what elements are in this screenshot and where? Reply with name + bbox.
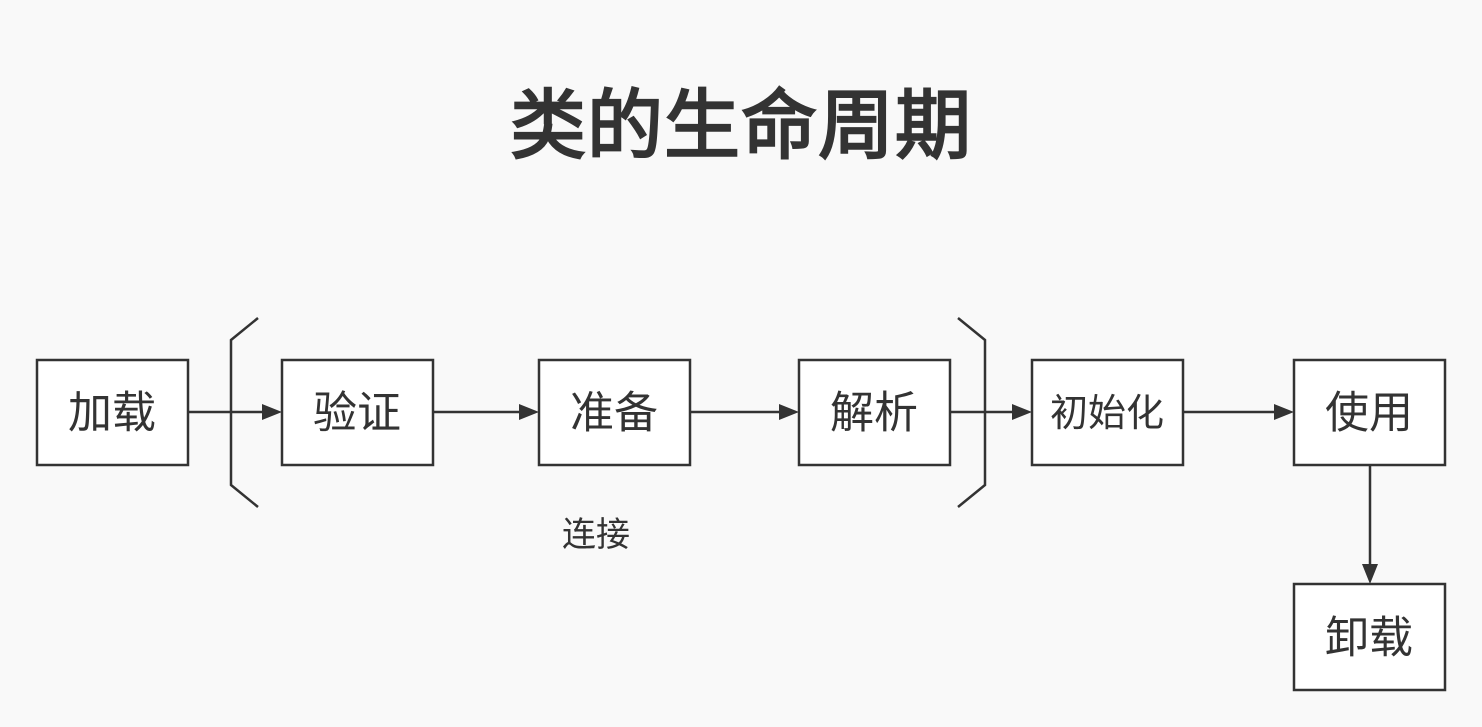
node-unloading-label: 卸载 (1325, 613, 1413, 664)
diagram-title: 类的生命周期 (510, 81, 972, 170)
node-using: 使用 (1292, 358, 1447, 467)
arrow-verification-to-preparation (433, 404, 539, 420)
node-verification-label: 验证 (313, 388, 401, 439)
node-preparation-label: 准备 (570, 388, 658, 439)
arrow-loading-to-verification (188, 404, 282, 420)
linking-right-bracket (957, 317, 987, 508)
arrow-initialization-to-using (1183, 404, 1294, 420)
arrow-resolution-to-initialization (950, 404, 1032, 420)
node-resolution-label: 解析 (830, 388, 918, 439)
node-resolution: 解析 (797, 358, 952, 467)
node-preparation: 准备 (537, 358, 692, 467)
node-using-label: 使用 (1325, 388, 1413, 439)
linking-group-label: 连接 (562, 515, 630, 555)
node-loading-label: 加载 (68, 388, 156, 439)
arrow-preparation-to-resolution (690, 404, 799, 420)
linking-left-bracket (229, 317, 259, 508)
node-unloading: 卸载 (1292, 582, 1447, 692)
node-loading: 加载 (35, 358, 190, 467)
node-verification: 验证 (280, 358, 435, 467)
node-initialization-label: 初始化 (1050, 391, 1164, 435)
arrow-using-to-unloading (1362, 465, 1378, 584)
node-initialization: 初始化 (1030, 358, 1185, 467)
